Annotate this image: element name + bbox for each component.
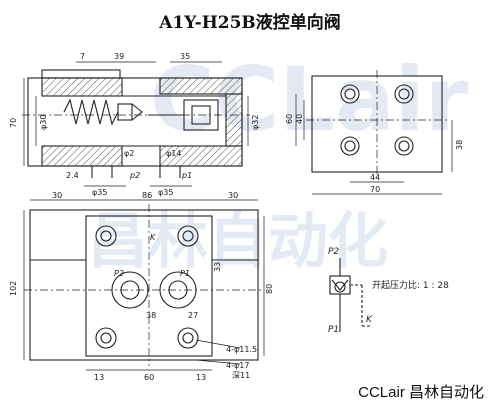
side-hole-bottom-left [340, 136, 360, 156]
drawing-title: A1Y-H25B液控单向阀 [159, 13, 341, 33]
symbol-label-k: K [366, 315, 373, 325]
side-view [295, 70, 453, 195]
plan-label-p2: P2 [114, 269, 124, 278]
symbol-labels: P2 P1 K 开起压力比: 1 : 28 [328, 247, 449, 335]
plan-dim-38: 38 [146, 311, 156, 320]
side-dim-38: 38 [455, 140, 464, 150]
plan-dim-13-right: 13 [196, 373, 206, 382]
plan-dim-60: 60 [144, 373, 154, 382]
section-dim-phi35-left: φ35 [92, 188, 107, 197]
plan-dim-30-left: 30 [52, 191, 62, 200]
section-dim-2.4: 2.4 [66, 171, 79, 180]
section-dim-39: 39 [114, 52, 124, 61]
section-dim-70: 70 [9, 118, 18, 128]
symbol-label-p1: P1 [328, 325, 339, 335]
symbol-label-p2: P2 [328, 247, 339, 257]
section-dim-35: 35 [180, 52, 190, 61]
section-hatch-top-right [159, 77, 243, 95]
watermark: CCLair 昌林自动化 [88, 48, 469, 277]
section-dim-phi35-right: φ35 [158, 188, 173, 197]
watermark-sub: 昌林自动化 [88, 207, 388, 277]
brand-caption: CCLair 昌林自动化 [358, 384, 484, 401]
side-hole-top-left [340, 84, 360, 104]
plan-bolt-bottom-left [95, 327, 117, 349]
side-dim-60: 60 [285, 114, 294, 124]
plan-view-dims: 30 86 30 102 80 33 38 27 13 60 13 4-φ11.… [9, 191, 274, 382]
side-hole-top-right [394, 84, 414, 104]
check-spring [63, 98, 119, 126]
section-hatch-right-plug [225, 93, 243, 147]
plan-dim-102: 102 [9, 281, 18, 296]
plan-bolt-top-left [95, 225, 117, 247]
poppet [117, 103, 133, 121]
plan-label-p1: P1 [180, 269, 190, 278]
side-view-dims: 60 40 38 44 70 [285, 114, 464, 194]
section-view-dims: 7 39 35 70 φ30 φ32 2.4 φ35 φ35 p1 p2 φ2 … [9, 52, 260, 197]
section-dim-phi2: φ2 [124, 149, 134, 158]
section-dim-phi32: φ32 [251, 115, 260, 130]
plan-bolt-bottom-right [177, 327, 199, 349]
plan-body-outline [29, 209, 259, 361]
section-hatch-top-left [41, 77, 123, 97]
plan-dim-27: 27 [188, 311, 198, 320]
side-dim-44: 44 [370, 173, 380, 182]
section-label-p1: p1 [181, 171, 192, 180]
plan-dim-86: 86 [142, 191, 152, 200]
section-left-flange [41, 69, 121, 79]
plan-hole-spec-1: 4-φ11.5 [226, 345, 257, 354]
symbol-ball [334, 281, 346, 293]
side-dim-70: 70 [370, 185, 380, 194]
plan-bolt-top-right [177, 225, 199, 247]
side-dim-40: 40 [295, 114, 304, 124]
section-view [22, 61, 250, 187]
plan-hole-depth: 深11 [232, 371, 250, 380]
hydraulic-symbol [329, 258, 372, 332]
side-hole-bottom-right [394, 136, 414, 156]
plan-label-k: K [150, 233, 156, 242]
plan-view [23, 199, 265, 371]
symbol-ratio-text: 开起压力比: 1 : 28 [372, 279, 449, 291]
plan-dim-13-left: 13 [94, 373, 104, 382]
section-label-p2: p2 [129, 171, 140, 180]
section-dim-phi30: φ30 [39, 115, 48, 130]
section-dim-phi14: φ14 [166, 149, 181, 158]
plan-hole-spec-2: 4-φ17 [226, 361, 249, 370]
plan-dim-30-right: 30 [228, 191, 238, 200]
section-hatch-bottom-left [41, 145, 123, 167]
plan-dim-33: 33 [213, 262, 222, 272]
symbol-valve-box [329, 275, 351, 295]
plan-dim-80: 80 [265, 284, 274, 294]
section-dim-7: 7 [80, 52, 85, 61]
